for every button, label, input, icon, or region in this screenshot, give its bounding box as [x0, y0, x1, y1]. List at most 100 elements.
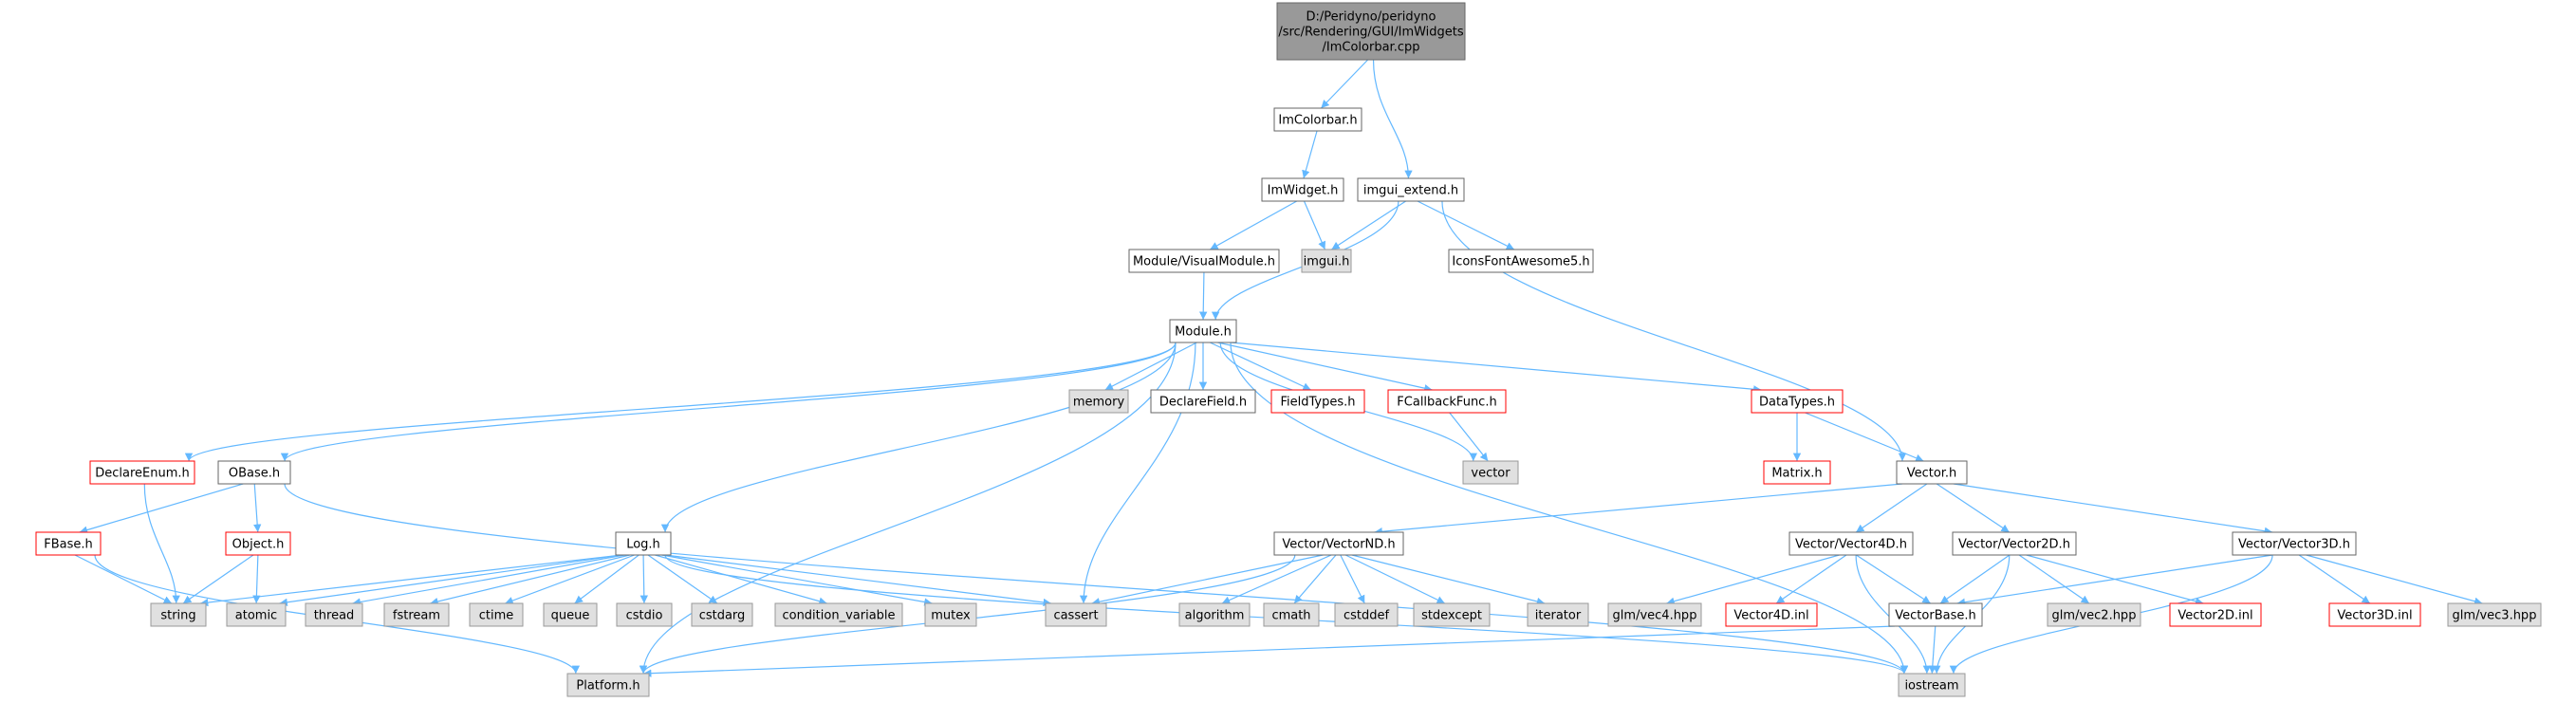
- edge-log_h-to-mutex: [661, 554, 933, 606]
- node-label-vector4d_inl: Vector4D.inl: [1733, 609, 1808, 623]
- edge-vector3d_h-to-glm_vec3: [2306, 554, 2483, 605]
- node-label-matrix_h: Matrix.h: [1771, 467, 1822, 481]
- node-datatypes_h[interactable]: DataTypes.h: [1751, 389, 1844, 414]
- node-box-fbase_h: [35, 531, 102, 556]
- node-label-thread: thread: [314, 609, 355, 623]
- node-box-imgui_h: [1301, 249, 1352, 273]
- node-fcallbackfunc_h[interactable]: FCallbackFunc.h: [1387, 389, 1507, 414]
- node-label-fieldtypes_h: FieldTypes.h: [1280, 396, 1355, 410]
- node-vector_h[interactable]: Vector.h: [1896, 460, 1968, 485]
- node-vectornd_h[interactable]: Vector/VectorND.h: [1273, 531, 1404, 556]
- node-box-fcallbackfunc_h: [1387, 389, 1507, 414]
- edge-log_h-to-cstdarg: [647, 554, 718, 604]
- node-label-fcallbackfunc_h: FCallbackFunc.h: [1397, 396, 1496, 410]
- node-fbase_h[interactable]: FBase.h: [35, 531, 102, 556]
- node-box-vector4d_h: [1788, 531, 1914, 556]
- node-declareenum_h[interactable]: DeclareEnum.h: [89, 460, 195, 485]
- edge-module_h-to-obase_h: [280, 342, 1177, 462]
- node-box-object_h: [225, 531, 291, 556]
- edge-log_h-to-string: [199, 554, 622, 607]
- node-box-module_h: [1169, 319, 1237, 343]
- edge-vector2d_h-to-vectorbase_h: [1939, 554, 2011, 604]
- node-vector3d_inl[interactable]: Vector3D.inl: [2328, 602, 2421, 627]
- node-vector4d_h[interactable]: Vector/Vector4D.h: [1788, 531, 1914, 556]
- node-label-imgui_extend_h: imgui_extend.h: [1363, 184, 1458, 198]
- node-vectorbase_h[interactable]: VectorBase.h: [1888, 602, 1983, 627]
- node-module_h[interactable]: Module.h: [1169, 319, 1237, 343]
- edge-log_h-to-fstream: [430, 554, 630, 606]
- node-iterator: iterator: [1527, 602, 1589, 627]
- node-label-declarefield_h: DeclareField.h: [1159, 396, 1247, 410]
- node-box-matrix_h: [1763, 460, 1831, 485]
- edge-vectorbase_h-to-iostream: [1928, 625, 1937, 675]
- node-vector3d_h[interactable]: Vector/Vector3D.h: [2232, 531, 2357, 556]
- node-box-root: [1276, 2, 1466, 61]
- edge-imgui_extend_h-to-vector_h: [1441, 200, 1907, 462]
- node-box-vectornd_h: [1273, 531, 1404, 556]
- edge-declareenum_h-to-string: [143, 483, 180, 604]
- node-cstddef: cstddef: [1334, 602, 1399, 627]
- edge-obase_h-to-fbase_h: [79, 483, 244, 534]
- node-root[interactable]: D:/Peridyno/peridyno/src/Rendering/GUI/I…: [1276, 2, 1466, 61]
- edge-log_h-to-ctime: [505, 554, 635, 604]
- edge-module_h-to-iostream: [1230, 342, 1909, 675]
- edge-module_h-to-fieldtypes_h: [1210, 342, 1311, 391]
- node-label-vector2d_inl: Vector2D.inl: [2178, 609, 2252, 623]
- node-vector4d_inl[interactable]: Vector4D.inl: [1725, 602, 1818, 627]
- edge-vectornd_h-to-cassert: [1091, 554, 1324, 606]
- node-box-vector_h: [1896, 460, 1968, 485]
- node-declarefield_h[interactable]: DeclareField.h: [1150, 389, 1256, 414]
- edge-vector_h-to-vector2d_h: [1936, 483, 2011, 533]
- node-imcolorbar_h[interactable]: ImColorbar.h: [1273, 107, 1362, 132]
- node-label-cstdio: cstdio: [626, 609, 663, 623]
- node-box-cstdio: [616, 602, 673, 627]
- node-label-ctime: ctime: [479, 609, 514, 623]
- node-box-vector2d_inl: [2169, 602, 2262, 627]
- edge-vectornd_h-to-cmath: [1293, 554, 1337, 604]
- node-imwidget_h[interactable]: ImWidget.h: [1261, 177, 1344, 202]
- node-imgui_extend_h[interactable]: imgui_extend.h: [1357, 177, 1465, 202]
- node-label-atomic: atomic: [235, 609, 277, 623]
- node-vector2d_inl[interactable]: Vector2D.inl: [2169, 602, 2262, 627]
- node-box-imwidget_h: [1261, 177, 1344, 202]
- edge-imcolorbar_h-to-imwidget_h: [1302, 130, 1318, 179]
- node-object_h[interactable]: Object.h: [225, 531, 291, 556]
- node-label-vector3d_h: Vector/Vector3D.h: [2238, 538, 2350, 552]
- node-visualmodule_h[interactable]: Module/VisualModule.h: [1128, 249, 1280, 273]
- node-label-platform_h: Platform.h: [576, 679, 639, 694]
- node-label-fbase_h: FBase.h: [44, 538, 93, 552]
- edge-root-to-imcolorbar_h: [1320, 59, 1369, 109]
- edge-vector4d_h-to-glm_vec4: [1666, 554, 1840, 605]
- node-fieldtypes_h[interactable]: FieldTypes.h: [1270, 389, 1365, 414]
- node-mutex: mutex: [924, 602, 977, 627]
- node-box-vector3d_inl: [2328, 602, 2421, 627]
- node-label-vector4d_h: Vector/Vector4D.h: [1795, 538, 1907, 552]
- node-label-stdexcept: stdexcept: [1421, 609, 1482, 623]
- node-label-root: D:/Peridyno/peridyno: [1307, 10, 1436, 25]
- edge-fbase_h-to-string: [74, 554, 173, 604]
- node-box-vector4d_inl: [1725, 602, 1818, 627]
- node-box-vector: [1462, 460, 1519, 485]
- node-label-declareenum_h: DeclareEnum.h: [95, 467, 190, 481]
- edge-imgui_extend_h-to-imgui_h: [1331, 200, 1406, 250]
- node-box-obase_h: [217, 460, 291, 485]
- node-label-imcolorbar_h: ImColorbar.h: [1278, 114, 1357, 128]
- edge-vector_h-to-vectornd_h: [1374, 483, 1903, 536]
- node-matrix_h[interactable]: Matrix.h: [1763, 460, 1831, 485]
- edge-vector_h-to-vector3d_h: [1953, 483, 2273, 535]
- node-label-vector: vector: [1471, 467, 1510, 481]
- node-box-iconsfont_h: [1448, 249, 1594, 273]
- node-box-declareenum_h: [89, 460, 195, 485]
- node-iconsfont_h[interactable]: IconsFontAwesome5.h: [1448, 249, 1594, 273]
- node-label-glm_vec2: glm/vec2.hpp: [2052, 609, 2137, 623]
- node-string: string: [150, 602, 207, 627]
- node-vector2d_h[interactable]: Vector/Vector2D.h: [1952, 531, 2077, 556]
- node-label-obase_h: OBase.h: [229, 467, 280, 481]
- node-label-cmath: cmath: [1271, 609, 1310, 623]
- edge-imwidget_h-to-imgui_h: [1303, 200, 1326, 250]
- node-log_h[interactable]: Log.h: [615, 531, 672, 556]
- node-box-cassert: [1045, 602, 1107, 627]
- node-obase_h[interactable]: OBase.h: [217, 460, 291, 485]
- node-label-imgui_h: imgui.h: [1304, 255, 1350, 269]
